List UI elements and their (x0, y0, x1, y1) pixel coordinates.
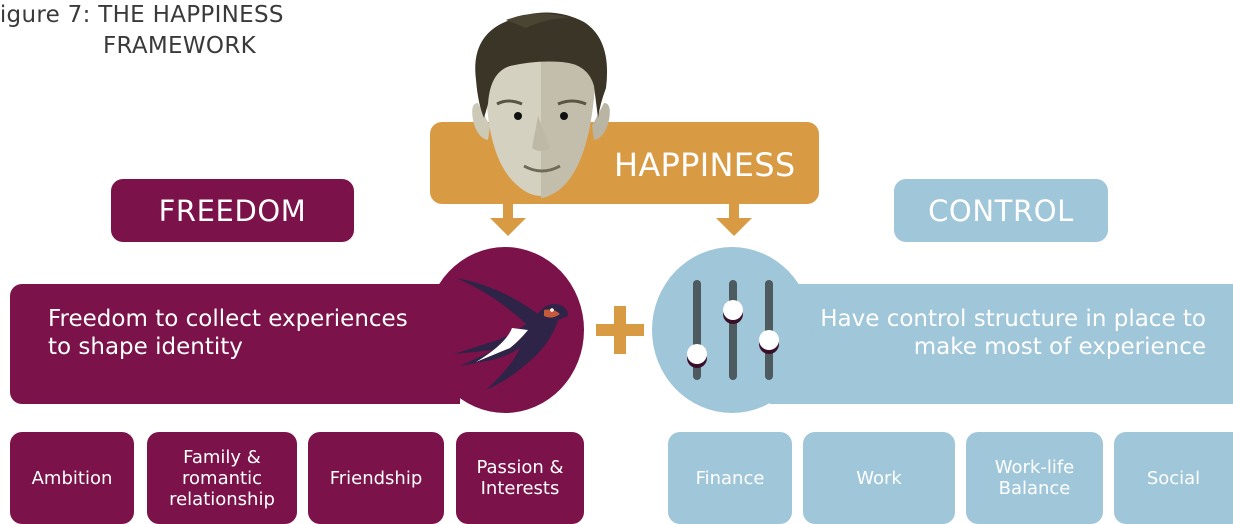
control-description-line2: make most of experience (913, 334, 1206, 360)
freedom-description: Freedom to collect experiences to shape … (48, 305, 408, 361)
freedom-label: FREEDOM (111, 179, 354, 242)
plus-icon (596, 306, 644, 354)
freedom-description-line1: Freedom to collect experiences (48, 306, 408, 332)
control-item-work: Work (803, 432, 955, 524)
swallow-bird-icon (454, 278, 568, 390)
arrow-down-icon-left (490, 204, 526, 236)
freedom-banner (10, 284, 460, 404)
freedom-description-line2: to shape identity (48, 334, 243, 360)
arrow-down-icon-right (716, 204, 752, 236)
happiness-label: HAPPINESS (614, 146, 796, 184)
figure-title-line1: Figure 7: THE HAPPINESS (0, 2, 284, 28)
man-face-icon (472, 12, 610, 198)
control-item-work-life-balance: Work-life Balance (966, 432, 1103, 524)
freedom-item-passion: Passion & Interests (456, 432, 584, 524)
freedom-circle (426, 247, 584, 413)
control-item-finance: Finance (668, 432, 792, 524)
freedom-item-family: Family & romantic relationship (147, 432, 297, 524)
figure-title-line2: FRAMEWORK (103, 33, 256, 59)
control-description: Have control structure in place to make … (798, 305, 1206, 361)
control-item-social: Social (1114, 432, 1233, 524)
freedom-item-friendship: Friendship (308, 432, 444, 524)
freedom-item-ambition: Ambition (10, 432, 134, 524)
control-banner (770, 284, 1233, 404)
sliders-icon (687, 280, 779, 380)
control-description-line1: Have control structure in place to (820, 306, 1206, 332)
control-label: CONTROL (894, 179, 1108, 242)
figure-title: Figure 7: THE HAPPINESS FRAMEWORK (0, 0, 284, 62)
